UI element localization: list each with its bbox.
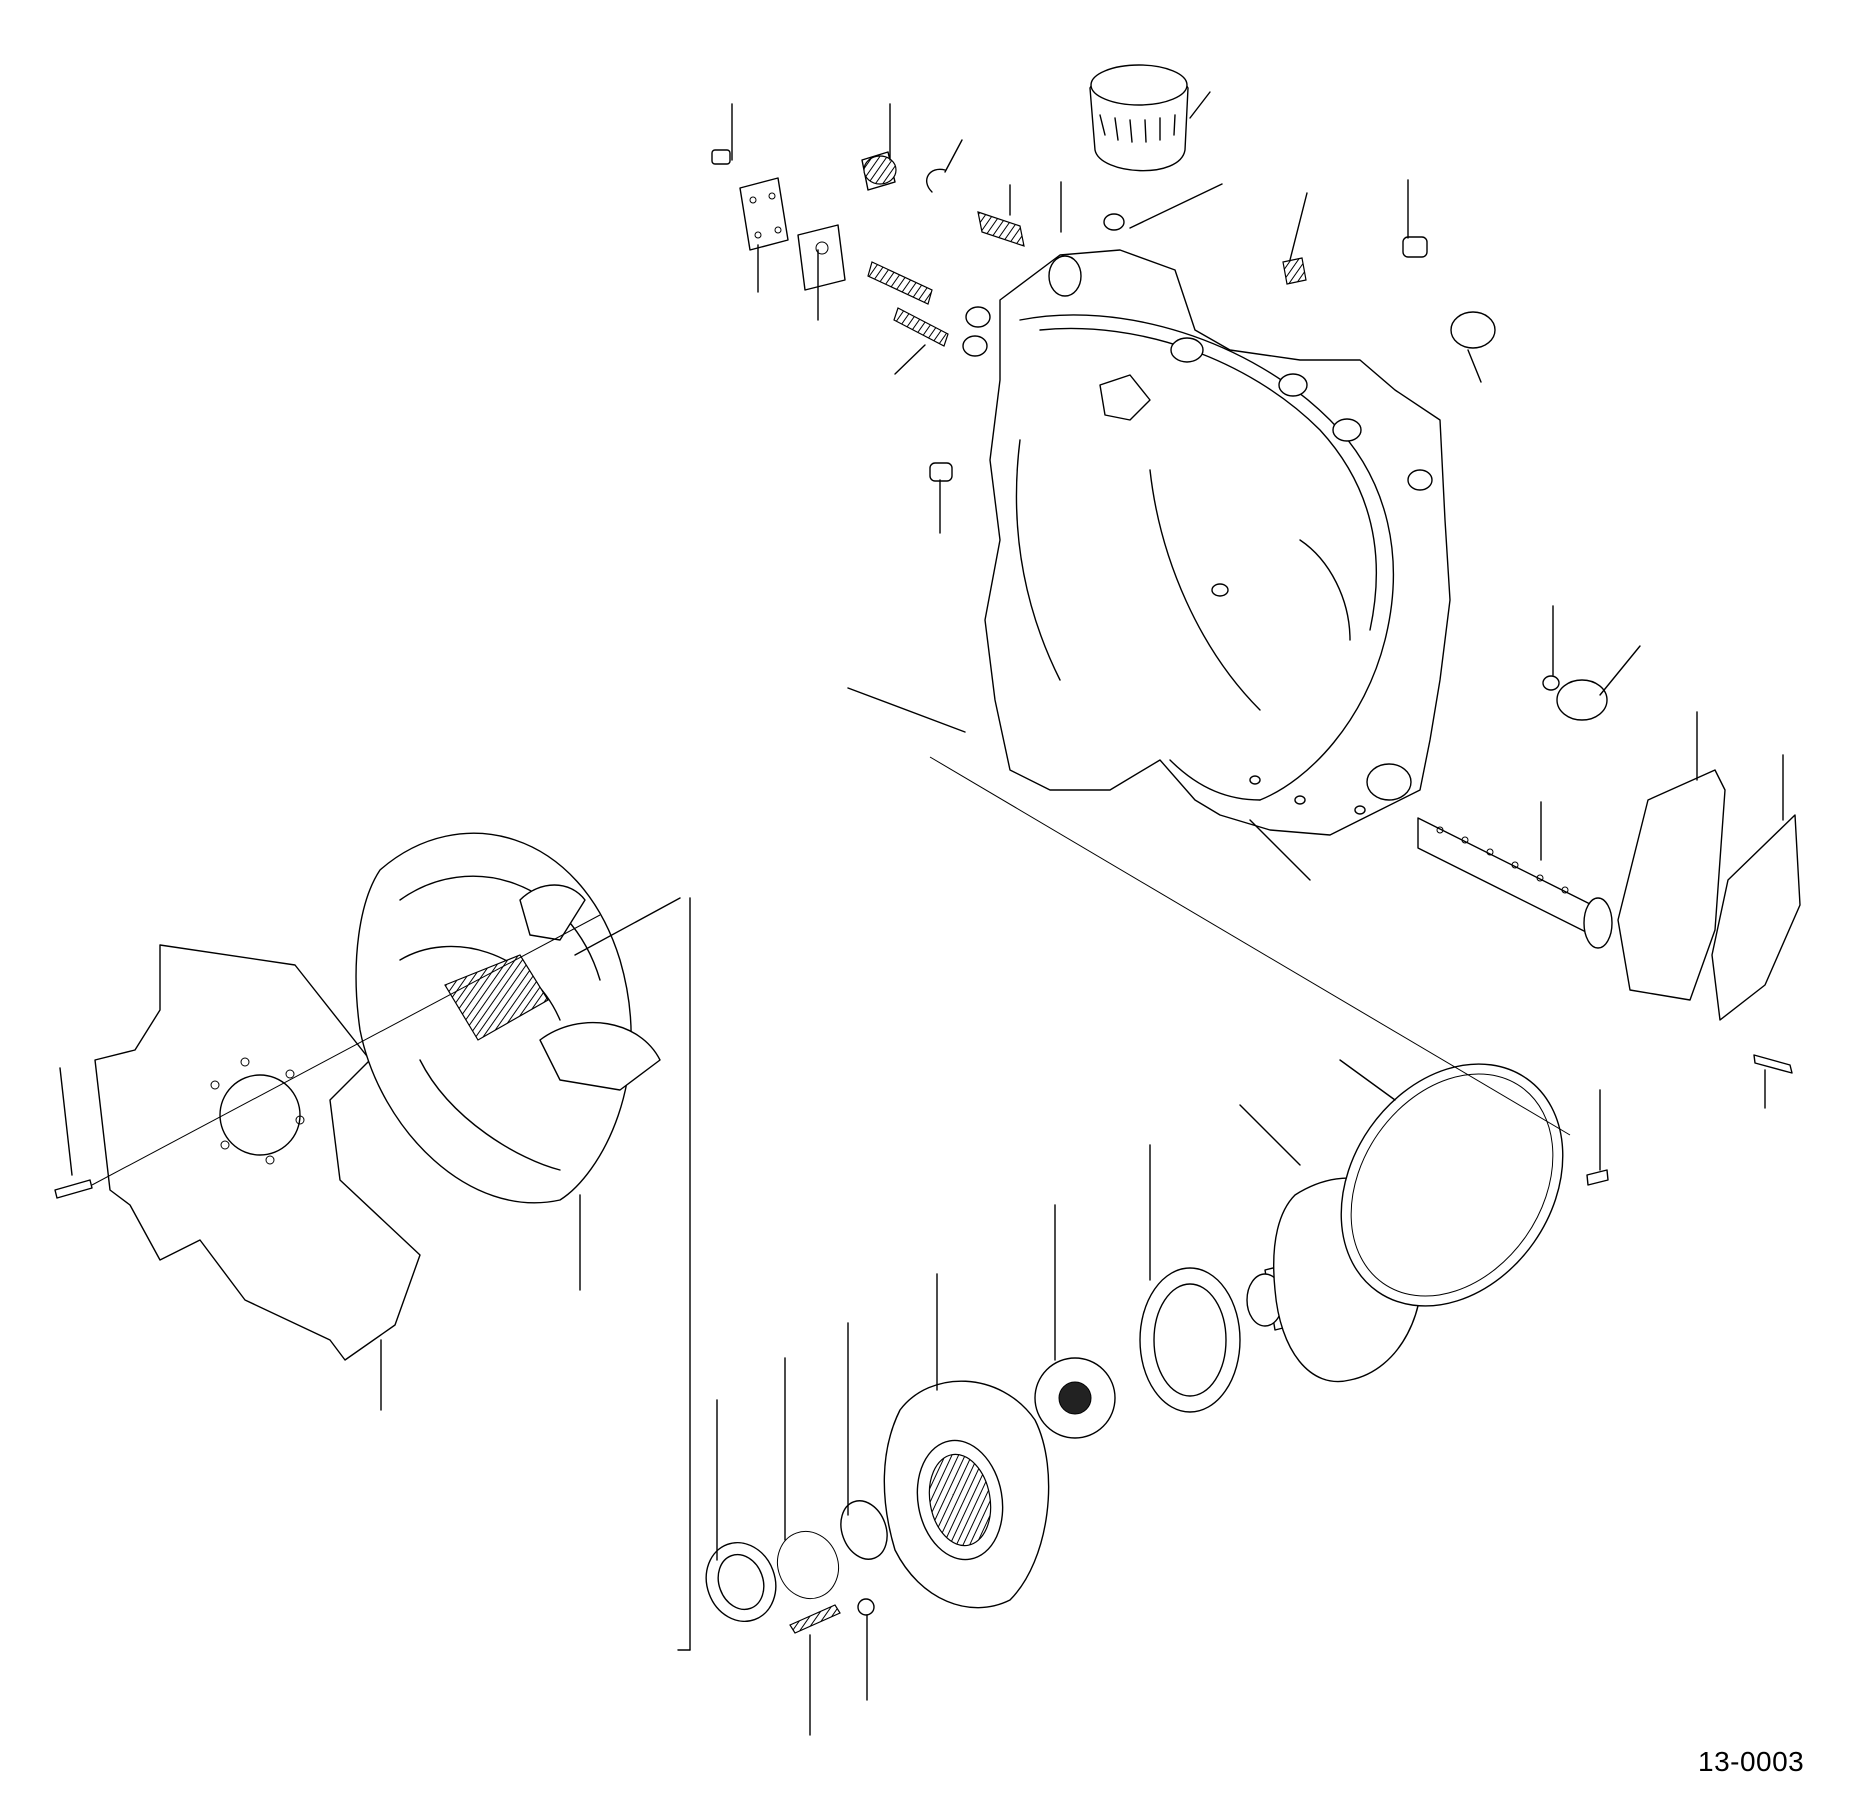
valve-parts <box>711 149 1608 721</box>
strainer-and-covers <box>1417 769 1801 1074</box>
drive-plate <box>54 944 421 1361</box>
callout-leader-lines <box>59 91 1784 1736</box>
oil-pump-assembly <box>705 1063 1609 1634</box>
transmission-housing <box>984 249 1451 836</box>
torque-converter <box>355 832 661 1204</box>
diagram-reference-code: 13-0003 <box>1698 1746 1805 1777</box>
oil-filter-cup <box>1089 64 1189 172</box>
